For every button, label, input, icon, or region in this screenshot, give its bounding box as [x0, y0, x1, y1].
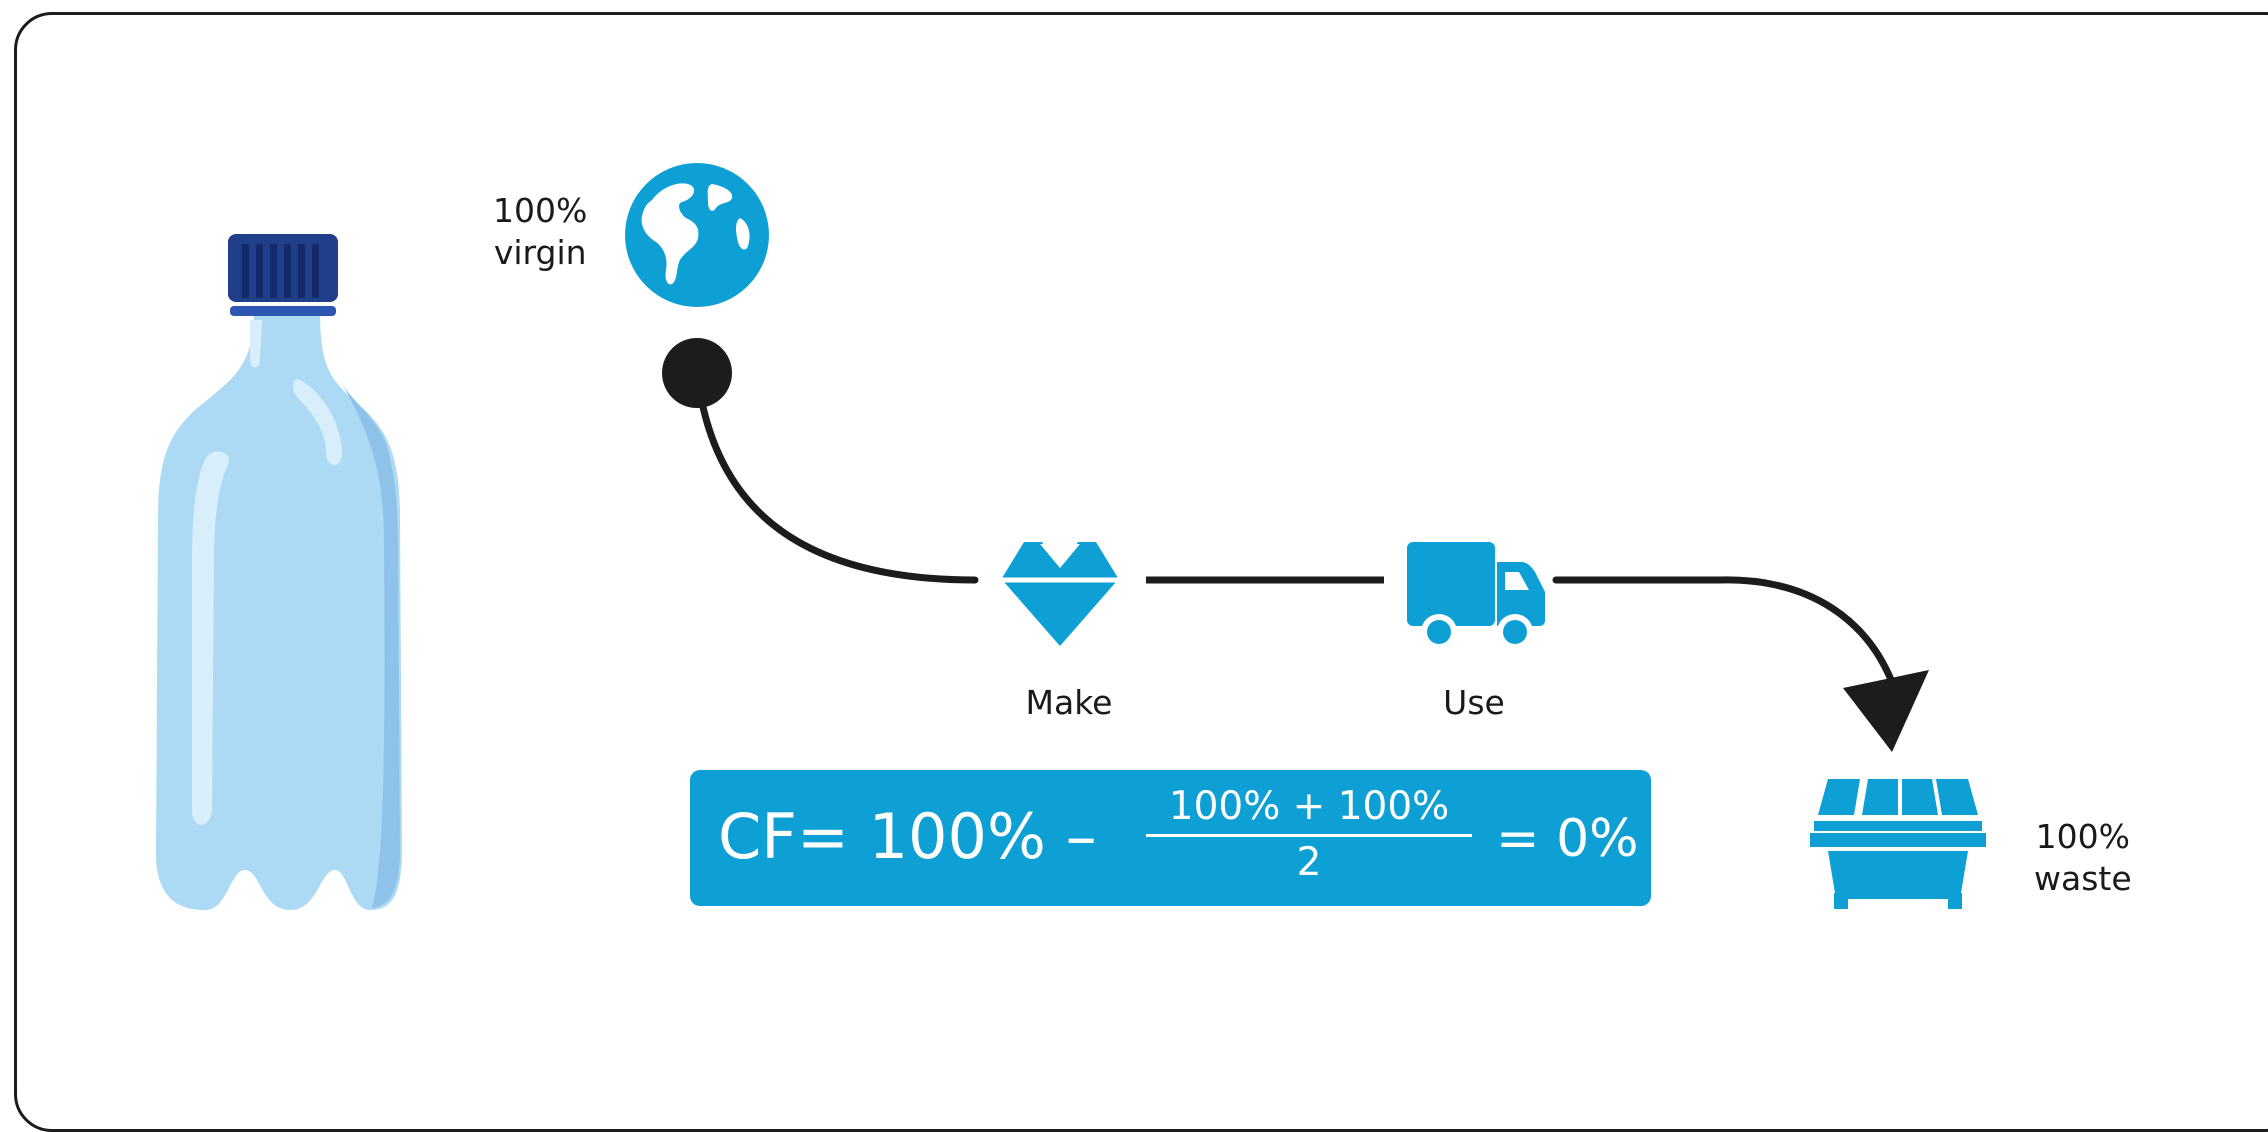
diamond-icon [1002, 542, 1118, 646]
formula-fraction: 100% + 100% 2 [1146, 782, 1472, 885]
virgin-label: 100% virgin [493, 190, 587, 274]
plastic-bottle-icon [155, 234, 402, 910]
waste-label: 100% waste [2034, 816, 2132, 900]
make-label: Make [1025, 683, 1113, 722]
virgin-word: virgin [493, 233, 587, 272]
formula-denominator: 2 [1296, 840, 1322, 885]
flow-path [662, 338, 1929, 752]
formula-result: = 0% [1496, 809, 1639, 869]
flow-line-end [1552, 576, 1899, 694]
waste-pct: 100% [2035, 817, 2130, 856]
use-label: Use [1443, 683, 1505, 722]
flow-arrowhead [1843, 670, 1929, 752]
waste-word: waste [2034, 859, 2132, 898]
formula-prefix: CF= 100% – [718, 800, 1097, 873]
truck-icon [1407, 542, 1545, 650]
fraction-bar [1146, 834, 1472, 837]
flow-start-dot [662, 338, 732, 408]
linear-economy-diagram: 100% virgin Make Use 100% waste CF= 100%… [14, 12, 2268, 1132]
circularity-formula-box: CF= 100% – 100% + 100% 2 = 0% [690, 770, 1651, 906]
flow-line-start [693, 368, 979, 584]
dumpster-icon [1810, 779, 1986, 909]
virgin-pct: 100% [493, 191, 588, 230]
globe-icon [625, 163, 769, 307]
formula-numerator: 100% + 100% [1168, 784, 1450, 829]
